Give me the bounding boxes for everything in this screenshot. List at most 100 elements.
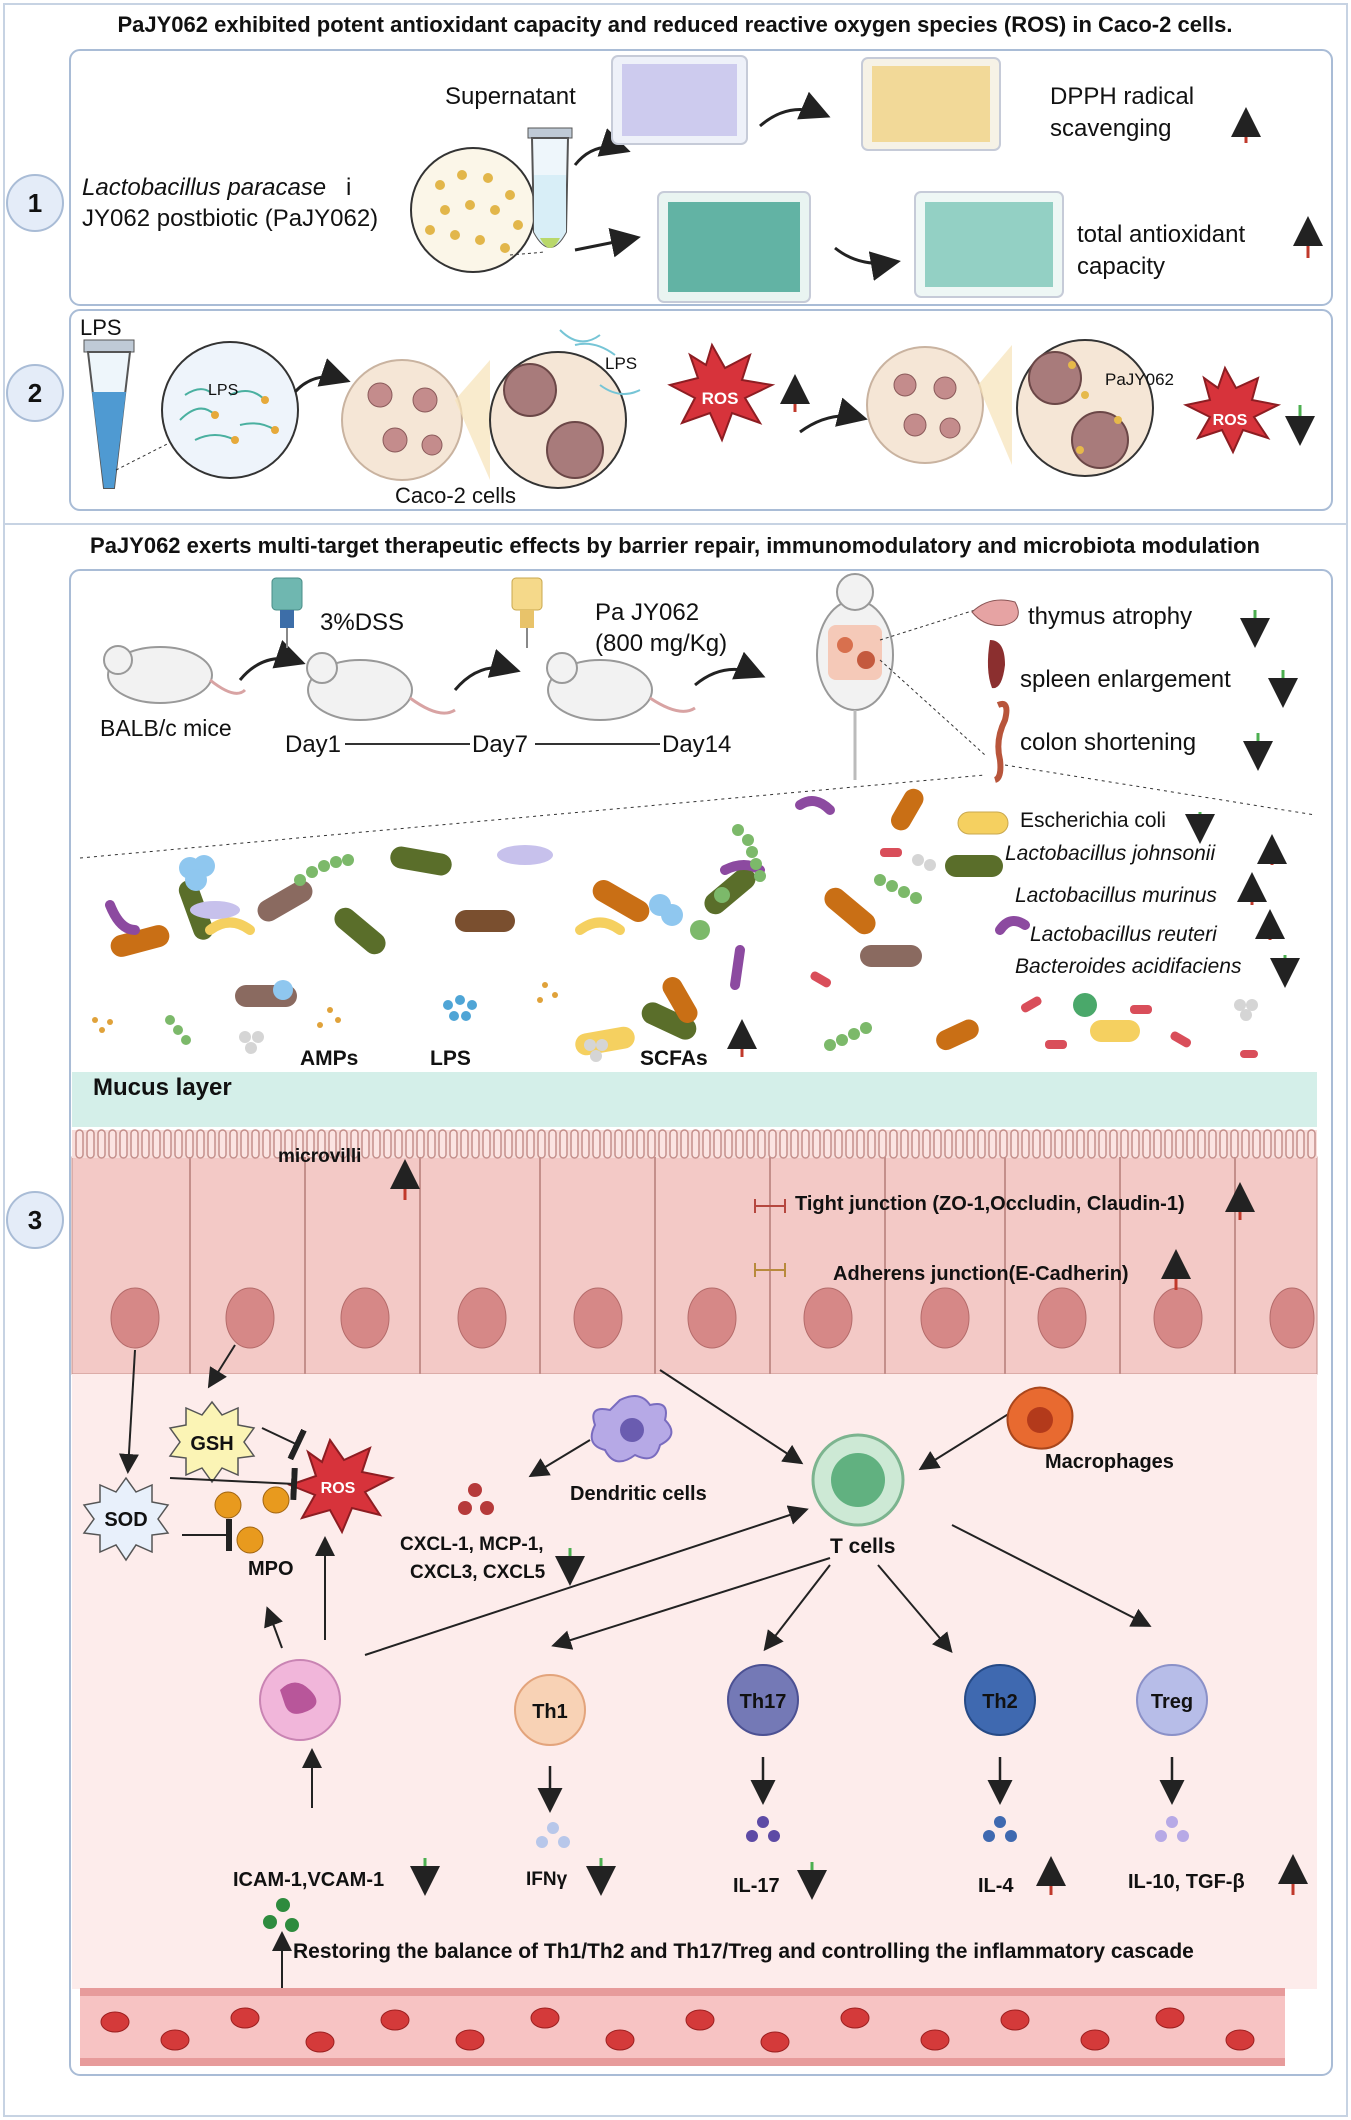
microvillus [680,1129,689,1159]
dpph-label-line1: DPPH radical [1050,83,1194,110]
colon-icon [993,701,1010,783]
gsh-label: GSH [190,1433,233,1455]
microvillus [207,1129,216,1159]
microvillus [460,1129,469,1159]
plate-tac-initial [657,191,811,303]
spleen-icon [987,640,1005,689]
th1-icon [514,1674,586,1746]
th2-icon [964,1664,1036,1736]
microvillus [1098,1129,1107,1159]
blood-vessel [80,1988,1285,2066]
microvillus [570,1129,579,1159]
microvillus [988,1129,997,1159]
microvillus [471,1129,480,1159]
microvillus [548,1129,557,1159]
microvillus [273,1129,282,1159]
microvillus [658,1129,667,1159]
ros-lamina-label: ROS [321,1480,356,1497]
day7-label: Day7 [472,731,528,758]
microvillus [262,1129,271,1159]
microvillus [1131,1129,1140,1159]
microvillus [1032,1129,1041,1159]
microvillus [218,1129,227,1159]
microvillus [1307,1129,1316,1159]
microvillus [449,1129,458,1159]
microvillus [1109,1129,1118,1159]
microvillus [1296,1129,1305,1159]
dpph-label-line2: scavenging [1050,115,1171,142]
th1-label: Th1 [532,1701,568,1723]
microvillus [97,1129,106,1159]
microvillus [1010,1129,1019,1159]
microvillus [1274,1129,1283,1159]
ros-label-1: ROS [702,389,739,408]
supernatant-tube [527,127,573,248]
microvillus [361,1129,370,1159]
microvillus [1153,1129,1162,1159]
bacteria-reuteri: Lactobacillus reuteri [1030,923,1218,946]
microvillus [944,1129,953,1159]
strain-name-suffix: i [346,174,351,201]
organ-thymus: thymus atrophy [1028,603,1192,630]
dissected-mouse [816,573,894,780]
tcell-nucleus [831,1453,885,1507]
microvillus [790,1129,799,1159]
arrow-to-dpph-plate [573,128,631,166]
adherens-junction-label: Adherens junction(E-Cadherin) [833,1263,1129,1285]
microvillus [504,1129,513,1159]
microvillus [339,1129,348,1159]
microvillus [196,1129,205,1159]
tight-junction-label: Tight junction (ZO-1,Occludin, Claudin-1… [795,1193,1185,1215]
microvillus [801,1129,810,1159]
microvillus [614,1129,623,1159]
microvillus [405,1129,414,1159]
bacteria-murinus: Lactobacillus murinus [1015,884,1217,907]
arrow-to-tac-plate [574,227,641,258]
microvillus [141,1129,150,1159]
arrow-to-treated [799,397,868,434]
mouse-treated [546,652,696,721]
il4-dots [983,1816,1017,1842]
panel-2: 2 LPS LPS LPS Caco-2 cells [6,309,1333,511]
treatment-line1: Pa JY062 [595,599,699,626]
lps-microbiota-label: LPS [430,1047,471,1070]
panel-1: 1 Lactobacillus paracase i JY062 postbio… [6,49,1333,306]
mpo-icon [214,1486,290,1554]
macrophage-icon [1006,1386,1074,1450]
ros-star-1 [667,342,776,443]
chemokine-dots [458,1483,494,1515]
sod-label: SOD [104,1509,147,1531]
microvillus [977,1129,986,1159]
microvillus [603,1129,612,1159]
panel-3: 3 BALB/c mice 3%DSS Pa JY062 (800 mg/Kg) [6,569,1333,2076]
microvillus [757,1129,766,1159]
sod-icon [82,1476,170,1562]
arrow-tac-step [834,246,901,281]
microvillus [394,1129,403,1159]
microvillus [1241,1129,1250,1159]
treg-icon [1136,1664,1208,1736]
mouse-dss [306,652,456,721]
il17-dots [746,1816,780,1842]
supernatant-label: Supernatant [445,83,576,110]
microvillus [922,1129,931,1159]
microvillus [1142,1129,1151,1159]
microvillus [1285,1129,1294,1159]
microvillus [845,1129,854,1159]
microvillus [823,1129,832,1159]
microvillus [350,1129,359,1159]
il10-label: IL-10, TGF-β [1128,1871,1245,1893]
amps-label: AMPs [300,1047,358,1070]
microvillus [955,1129,964,1159]
balance-statement: Restoring the balance of Th1/Th2 and Th1… [293,1940,1194,1963]
microvillus [306,1129,315,1159]
microvillus [152,1129,161,1159]
microvillus [1263,1129,1272,1159]
strain-name-line2: JY062 postbiotic (PaJY062) [82,205,378,232]
microvillus [999,1129,1008,1159]
microvillus [295,1129,304,1159]
caco2-label: Caco-2 cells [395,483,516,508]
microvillus [1186,1129,1195,1159]
microvillus [515,1129,524,1159]
microvillus [581,1129,590,1159]
